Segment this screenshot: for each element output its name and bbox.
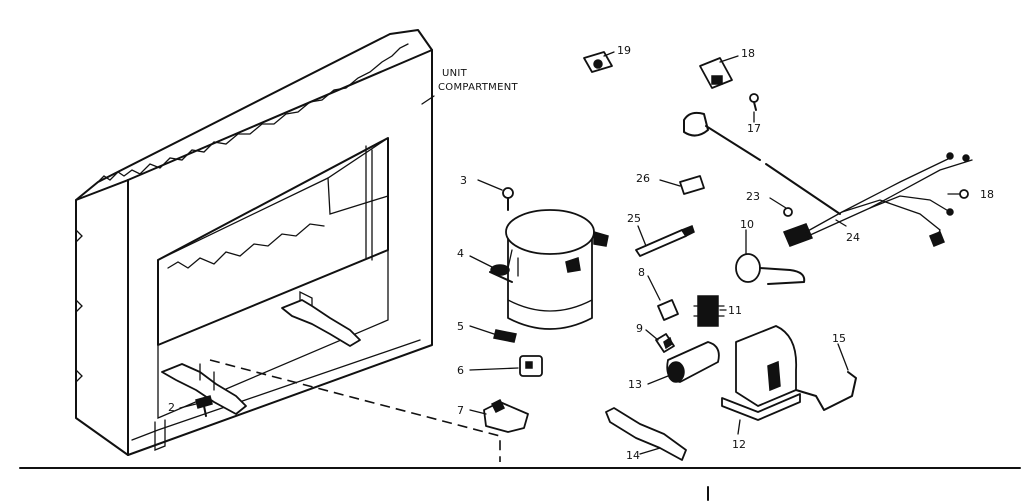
part-12-cover [721, 325, 801, 421]
part-19-clip [583, 51, 613, 73]
callout-14: 14 [626, 449, 640, 462]
callout-3: 3 [460, 174, 467, 187]
part-3-screw [502, 187, 514, 211]
part-25-tube [635, 225, 695, 257]
part-2-screw [195, 395, 213, 417]
unit-compartment-label-line1: UNIT [442, 68, 468, 79]
callout-leaders [179, 51, 961, 455]
part-6-relay [519, 355, 543, 377]
part-8-connector [657, 299, 679, 321]
unit-compartment-frame [75, 29, 433, 456]
callout-18-right: 18 [980, 188, 994, 201]
callout-10: 10 [740, 218, 754, 231]
part-5-clip [493, 329, 517, 343]
part-14-strap [605, 407, 687, 461]
callout-11: 11 [728, 304, 742, 317]
callout-8: 8 [638, 266, 645, 279]
compressor [505, 209, 609, 330]
part-18b-screw [959, 189, 969, 199]
callout-15: 15 [832, 332, 846, 345]
callout-19: 19 [617, 44, 631, 57]
compressor-mount-bracket-front [161, 363, 247, 415]
callout-6: 6 [457, 364, 464, 377]
part-17-screw [749, 93, 759, 111]
part-9-terminal [655, 333, 675, 353]
callout-5: 5 [457, 320, 464, 333]
part-24-wiring-harness [683, 111, 973, 247]
callout-24: 24 [846, 231, 860, 244]
part-26-clip [679, 175, 705, 195]
callout-18-top: 18 [741, 47, 755, 60]
callout-26: 26 [636, 172, 650, 185]
part-23-screw [783, 207, 793, 217]
callout-2: 2 [168, 401, 175, 414]
part-7-bracket [483, 398, 529, 433]
callout-9: 9 [636, 322, 643, 335]
callout-25: 25 [627, 212, 641, 225]
part-4-grommet [489, 264, 513, 283]
part-15-wire [795, 371, 857, 411]
callout-12: 12 [732, 438, 746, 451]
compressor-mount-bracket-rear [281, 290, 361, 347]
callout-7: 7 [457, 404, 464, 417]
unit-compartment-label-line2: COMPARTMENT [438, 82, 518, 93]
part-13-capacitor [666, 341, 720, 383]
part-11-overload [693, 295, 725, 327]
leader-bracket-to-part-7 [209, 359, 501, 462]
callout-4: 4 [457, 247, 464, 260]
callout-17: 17 [747, 122, 761, 135]
callout-13: 13 [628, 378, 642, 391]
part-10-thermostat [735, 253, 806, 285]
callout-23: 23 [746, 190, 760, 203]
part-18-clip [699, 57, 733, 89]
